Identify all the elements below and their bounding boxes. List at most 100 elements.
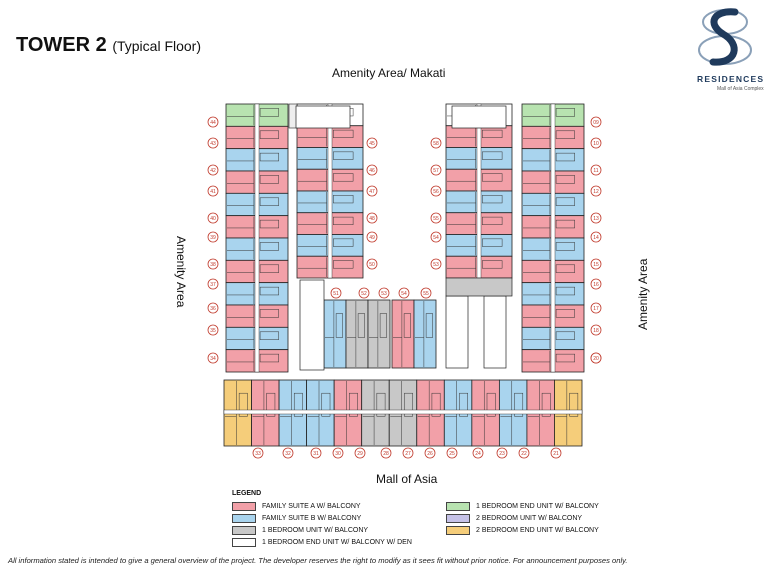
unit-room: [357, 313, 365, 338]
stair-core: [451, 105, 507, 129]
unit-room: [555, 286, 575, 296]
unit-number-badge: [207, 185, 219, 197]
unit-room: [459, 392, 468, 417]
page-title: TOWER 2 (Typical Floor): [16, 34, 201, 57]
unit-room: [555, 353, 575, 363]
unit-number: 21: [553, 451, 559, 457]
unit-number-badge: [378, 287, 390, 299]
unit-number: 53: [433, 262, 439, 268]
unit-room: [555, 130, 575, 139]
legend-label: 1 BEDROOM UNIT W/ BALCONY: [262, 527, 369, 534]
unit-number: 54: [433, 235, 439, 241]
unit-number: 13: [593, 216, 599, 222]
unit-room: [482, 129, 503, 138]
tower-name: TOWER 2: [16, 34, 107, 56]
unit-room: [349, 392, 358, 417]
unit-number: 14: [593, 235, 599, 241]
unit-number: 20: [593, 356, 599, 362]
elevator-core: [445, 295, 469, 369]
unit-block: [367, 299, 391, 369]
legend-swatch: [446, 514, 470, 523]
legend-item: 1 BEDROOM UNIT W/ BALCONY: [232, 526, 368, 535]
unit-room: [333, 216, 354, 225]
unit-number: 34: [210, 356, 216, 362]
unit-number-badge: [207, 278, 219, 290]
unit-number: 31: [313, 451, 319, 457]
unit-number-badge: [366, 212, 378, 224]
unit-number-badge: [590, 302, 602, 314]
stair-core: [299, 279, 325, 371]
unit-room: [482, 151, 503, 160]
unit-number-badge: [252, 447, 264, 459]
unit-number: 54: [401, 291, 407, 297]
unit-room: [541, 392, 551, 417]
unit-number-badge: [207, 352, 219, 364]
corridor: [327, 103, 333, 279]
legend-label: 2 BEDROOM UNIT W/ BALCONY: [476, 515, 583, 522]
legend-item: 2 BEDROOM UNIT W/ BALCONY: [446, 514, 582, 523]
legend-item: 1 BEDROOM END UNIT W/ BALCONY W/ DEN: [232, 538, 412, 547]
unit-room: [431, 392, 441, 417]
unit-number-badge: [330, 287, 342, 299]
unit-number-badge: [430, 137, 442, 149]
unit-room: [482, 173, 503, 182]
logo-tagline: Mall of Asia Complex: [717, 86, 764, 92]
unit-number: 29: [357, 451, 363, 457]
unit-room: [259, 130, 279, 139]
legend-label: 2 BEDROOM END UNIT W/ BALCONY: [476, 527, 599, 534]
unit-room: [293, 392, 303, 417]
unit-number-badge: [332, 447, 344, 459]
unit-room: [555, 175, 575, 184]
unit-room: [482, 216, 503, 225]
unit-number-badge: [590, 137, 602, 149]
unit-number-badge: [366, 185, 378, 197]
unit-number: 17: [593, 306, 599, 312]
logo-brand: RESIDENCES: [697, 74, 765, 84]
unit-number-badge: [207, 212, 219, 224]
unit-room: [555, 197, 575, 206]
unit-room: [482, 238, 503, 247]
unit-room: [555, 219, 575, 229]
unit-number: 35: [210, 328, 216, 334]
unit-room: [482, 260, 503, 269]
unit-number-badge: [496, 447, 508, 459]
legend-label: FAMILY SUITE B W/ BALCONY: [262, 515, 362, 522]
unit-number: 46: [369, 168, 375, 174]
unit-number: 37: [210, 282, 216, 288]
unit-number: 10: [593, 141, 599, 147]
unit-number: 27: [405, 451, 411, 457]
unit-number-badge: [430, 258, 442, 270]
unit-room: [333, 151, 354, 160]
unit-number-badge: [402, 447, 414, 459]
unit-room: [259, 197, 279, 206]
unit-number-badge: [472, 447, 484, 459]
unit-room: [333, 173, 354, 182]
unit-number-badge: [430, 212, 442, 224]
unit-room: [333, 238, 354, 247]
unit-room: [486, 392, 496, 417]
unit-number: 45: [369, 141, 375, 147]
label-bottom-mall: Mall of Asia: [376, 472, 438, 486]
legend-swatch: [446, 502, 470, 511]
unit-number: 36: [210, 306, 216, 312]
unit-number-badge: [354, 447, 366, 459]
unit-number-badge: [207, 231, 219, 243]
disclaimer-text: All information stated is intended to gi…: [8, 556, 628, 565]
unit-number-badge: [590, 258, 602, 270]
unit-room: [259, 242, 279, 251]
unit-number: 40: [210, 216, 216, 222]
legend-label: FAMILY SUITE A W/ BALCONY: [262, 503, 361, 510]
unit-room: [555, 264, 575, 273]
unit-room: [379, 313, 387, 338]
unit-room: [321, 392, 331, 417]
unit-room: [555, 242, 575, 251]
unit-room: [259, 264, 279, 273]
unit-number: 25: [449, 451, 455, 457]
unit-number-badge: [398, 287, 410, 299]
unit-number-badge: [424, 447, 436, 459]
legend-label: 1 BEDROOM END UNIT W/ BALCONY W/ DEN: [262, 539, 412, 546]
unit-number: 44: [210, 120, 216, 126]
corridor: [550, 103, 556, 373]
unit-number: 49: [369, 235, 375, 241]
